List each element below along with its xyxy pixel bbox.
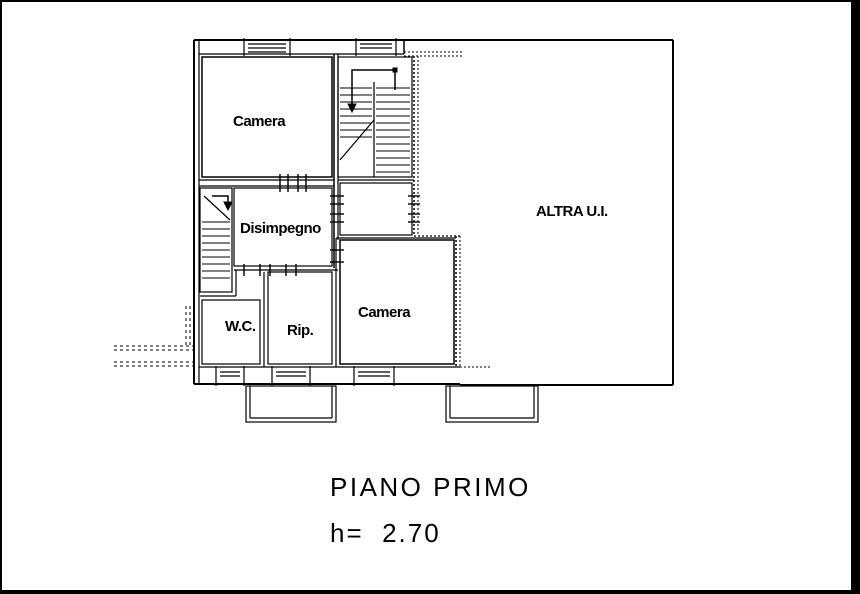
interior-walls <box>199 54 456 367</box>
room-label-camera-bottom: Camera <box>358 304 411 321</box>
adjacent-dashed-lines <box>114 306 194 367</box>
windows <box>215 38 397 386</box>
ceiling-height-label: h= 2.70 <box>330 518 441 548</box>
staircase-upper <box>339 67 410 173</box>
room-label-wc: W.C. <box>225 318 256 335</box>
room-label-camera-top: Camera <box>233 113 286 130</box>
plan-title: PIANO PRIMO <box>330 472 531 502</box>
exterior-walls <box>193 39 674 386</box>
door-openings <box>243 174 420 276</box>
room-label-altra-ui: ALTRA U.I. <box>536 203 608 220</box>
balconies <box>245 385 539 423</box>
room-label-disimpegno: Disimpegno <box>240 220 321 237</box>
staircase-lower <box>202 195 233 279</box>
unit-boundary <box>404 51 490 368</box>
room-label-rip: Rip. <box>287 322 314 339</box>
